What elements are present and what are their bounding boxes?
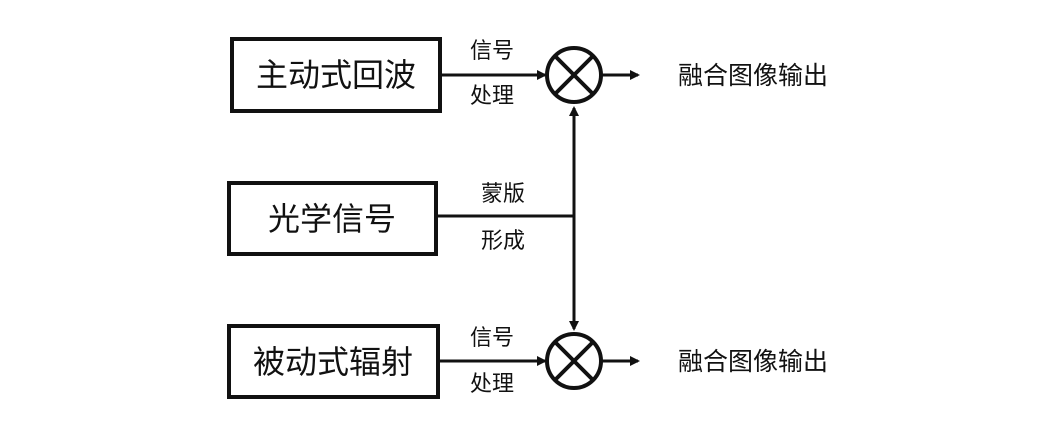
top-edge-label-line1: 信号 (470, 39, 514, 64)
bottom-edge-label-line1: 信号 (470, 326, 514, 351)
bottom-mixer-cross-b (553, 340, 595, 382)
middle-edge-label-line2: 形成 (481, 229, 525, 254)
top-output-label: 融合图像输出 (678, 61, 828, 90)
middle-edge-label-line1: 蒙版 (481, 182, 525, 207)
passive-radiation-label: 被动式辐射 (253, 343, 413, 381)
active-echo-label: 主动式回波 (256, 56, 416, 94)
optical-signal-box (227, 181, 438, 256)
top-mixer-cross-b (553, 54, 595, 96)
bottom-edge-label-line2: 处理 (470, 372, 514, 397)
optical-signal-label: 光学信号 (268, 200, 396, 238)
top-edge-label-line2: 处理 (470, 84, 514, 109)
bottom-output-label: 融合图像输出 (678, 347, 828, 376)
